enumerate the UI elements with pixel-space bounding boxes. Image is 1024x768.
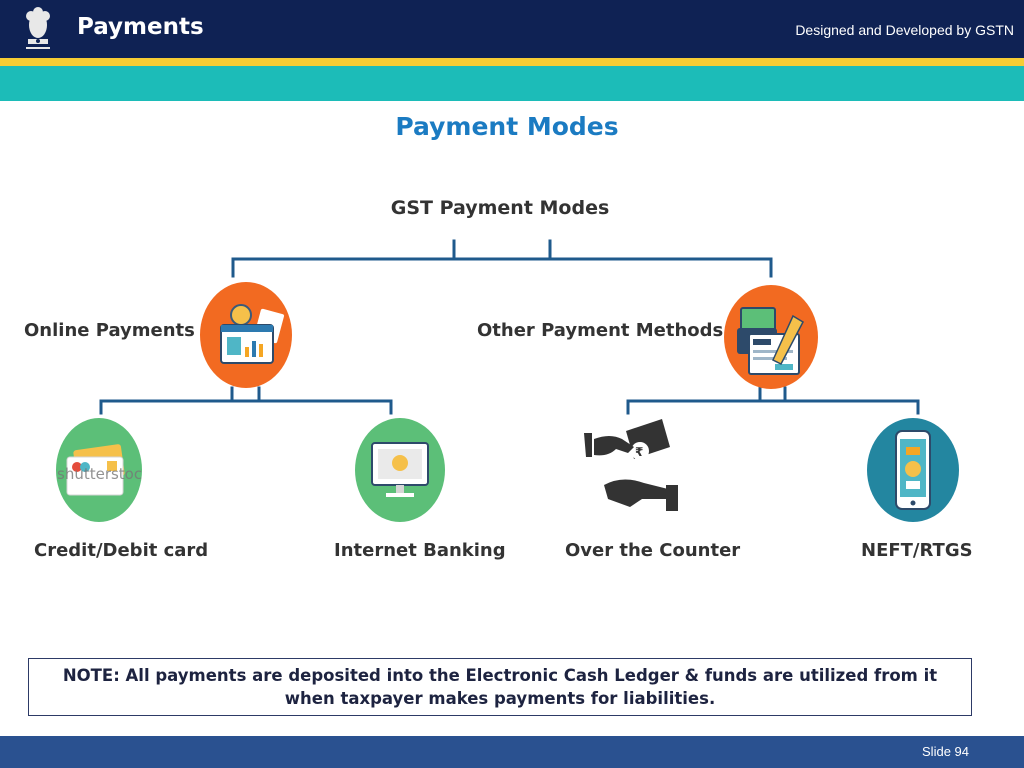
- child-label-internet-banking: Internet Banking: [334, 540, 506, 561]
- child-label-neft-rtgs: NEFT/RTGS: [861, 540, 973, 561]
- diagram-root-label: GST Payment Modes: [390, 197, 610, 219]
- svg-text:₹: ₹: [635, 445, 643, 459]
- cheque-payment-icon: [724, 285, 818, 389]
- page-title: Payment Modes: [395, 112, 619, 141]
- online-payment-icon: [200, 282, 292, 388]
- note-text: NOTE: All payments are deposited into th…: [62, 666, 938, 708]
- header-title: Payments: [77, 14, 204, 40]
- branch-label-online: Online Payments: [24, 320, 195, 341]
- internet-banking-icon: [355, 418, 445, 522]
- child-label-credit-card: Credit/Debit card: [34, 540, 209, 561]
- header-credit: Designed and Developed by GSTN: [795, 22, 1014, 38]
- branch-label-other: Other Payment Methods: [477, 320, 724, 341]
- watermark-text: shutterstock: [57, 465, 143, 483]
- footer-bar: Slide 94: [0, 736, 1024, 768]
- yellow-accent-bar: [0, 58, 1024, 66]
- mobile-banking-icon: [867, 418, 959, 522]
- child-label-over-the-counter: Over the Counter: [565, 540, 741, 561]
- cash-hand-icon: ₹: [584, 419, 678, 511]
- header-bar: Payments Designed and Developed by GSTN: [0, 0, 1024, 58]
- national-emblem-icon: [26, 7, 50, 49]
- teal-accent-bar: [0, 66, 1024, 101]
- credit-card-icon: shutterstock: [56, 418, 143, 522]
- note-box: NOTE: All payments are deposited into th…: [28, 658, 972, 716]
- slide-number: Slide 94: [922, 744, 969, 759]
